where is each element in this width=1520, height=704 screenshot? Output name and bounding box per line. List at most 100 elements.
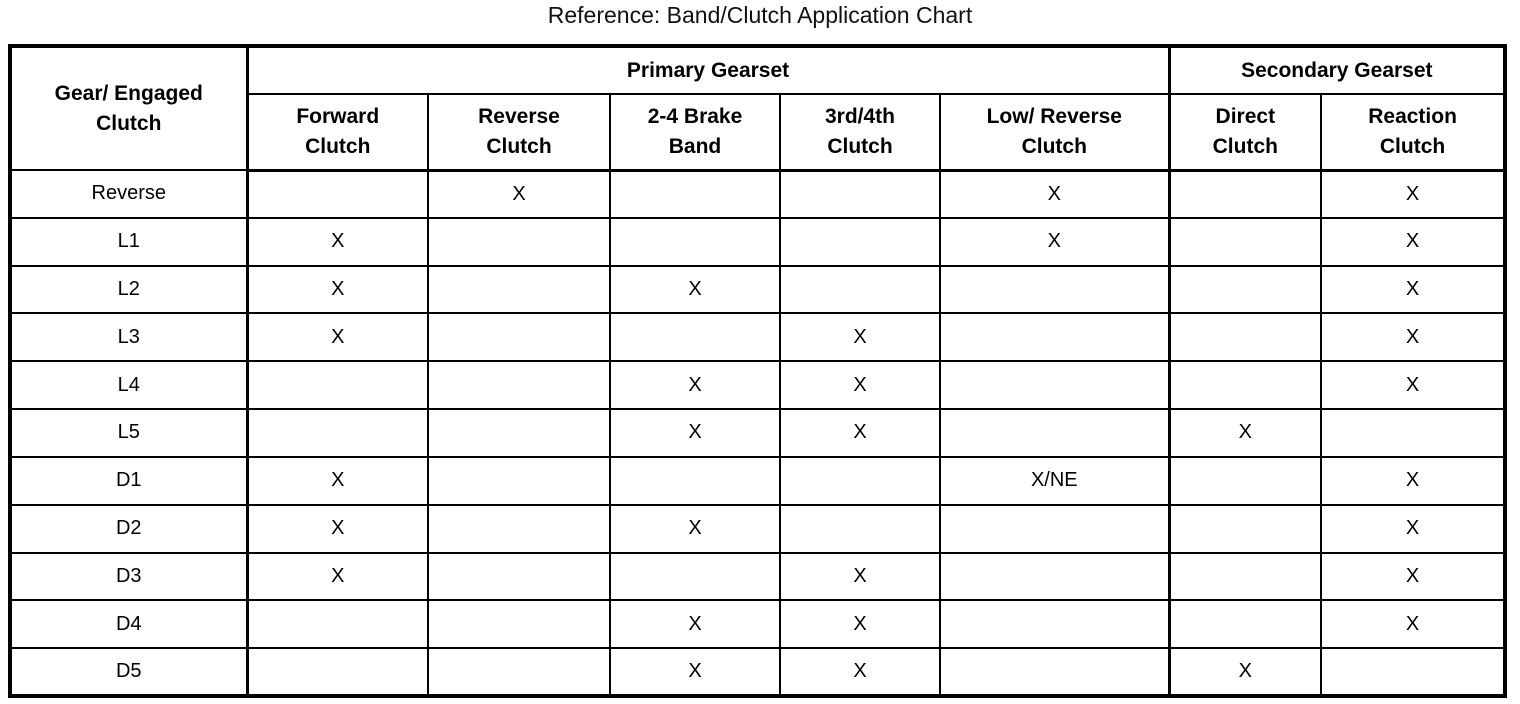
gear-cell: L4 (9, 360, 248, 411)
column-header-forward-clutch: Forward Clutch (245, 93, 429, 172)
application-cell: X (779, 551, 941, 602)
application-cell: X (1320, 503, 1507, 554)
table-row: Reverse X X X (9, 169, 1507, 219)
gear-cell: Reverse (9, 169, 248, 219)
gear-cell: L5 (9, 408, 248, 458)
application-cell: X (1167, 408, 1323, 458)
application-cell: X (609, 647, 781, 697)
application-cell: X (245, 312, 429, 363)
application-cell (427, 599, 611, 650)
application-cell: X (1320, 360, 1507, 411)
application-cell (938, 551, 1171, 602)
application-cell: X (779, 647, 941, 697)
application-cell (779, 169, 941, 219)
application-cell (1167, 360, 1323, 411)
application-cell: X (427, 169, 611, 219)
application-cell (427, 408, 611, 458)
application-cell: X (779, 312, 941, 363)
column-header-gear-engaged-clutch: Gear/ Engaged Clutch (9, 45, 248, 171)
application-cell (1167, 169, 1323, 219)
gear-cell: D2 (9, 503, 248, 554)
gear-cell: L2 (9, 264, 248, 315)
application-cell (609, 312, 781, 363)
application-cell (427, 312, 611, 363)
application-cell: X (938, 216, 1171, 267)
application-cell: X (1320, 216, 1507, 267)
application-cell (1167, 264, 1323, 315)
application-cell: X (779, 408, 941, 458)
group-header-row: Gear/ Engaged Clutch Primary Gearset Sec… (9, 45, 1507, 171)
application-cell (779, 216, 941, 267)
application-cell (1320, 408, 1507, 458)
application-cell (245, 360, 429, 411)
application-cell (938, 312, 1171, 363)
gear-cell: D3 (9, 551, 248, 602)
application-cell (1167, 216, 1323, 267)
column-header-3rd-4th-clutch: 3rd/4th Clutch (779, 93, 941, 172)
application-cell: X (1320, 312, 1507, 363)
application-cell: X (1167, 647, 1323, 697)
application-cell (938, 647, 1171, 697)
gear-cell: D1 (9, 455, 248, 506)
gear-cell: D4 (9, 599, 248, 650)
column-header-direct-clutch: Direct Clutch (1167, 93, 1323, 172)
application-cell (245, 408, 429, 458)
application-cell (427, 264, 611, 315)
application-cell (1167, 551, 1323, 602)
application-cell: X (779, 599, 941, 650)
gear-cell: D5 (9, 647, 248, 697)
application-cell (1167, 312, 1323, 363)
column-header-low-reverse-clutch: Low/ Reverse Clutch (938, 93, 1171, 172)
gear-cell: L1 (9, 216, 248, 267)
application-cell (1167, 503, 1323, 554)
application-cell (245, 599, 429, 650)
application-cell: X (1320, 169, 1507, 219)
application-cell: X (609, 599, 781, 650)
column-header-reaction-clutch: Reaction Clutch (1320, 93, 1507, 172)
application-cell: X (609, 360, 781, 411)
application-cell: X (245, 455, 429, 506)
application-cell: X (245, 503, 429, 554)
application-cell (938, 360, 1171, 411)
gear-cell: L3 (9, 312, 248, 363)
application-cell: X (245, 264, 429, 315)
application-cell: X (1320, 599, 1507, 650)
application-cell (609, 216, 781, 267)
group-header-secondary-gearset: Secondary Gearset (1167, 45, 1507, 95)
application-cell (779, 264, 941, 315)
table-header: Gear/ Engaged Clutch Primary Gearset Sec… (9, 45, 1507, 172)
application-cell: X/NE (938, 455, 1171, 506)
application-cell: X (245, 551, 429, 602)
column-header-2-4-brake-band: 2-4 Brake Band (609, 93, 781, 172)
application-cell (245, 647, 429, 697)
application-cell (427, 647, 611, 697)
application-cell: X (609, 503, 781, 554)
column-header-reverse-clutch: Reverse Clutch (427, 93, 611, 172)
application-cell (609, 455, 781, 506)
application-cell (1167, 599, 1323, 650)
band-clutch-application-table: Gear/ Engaged Clutch Primary Gearset Sec… (8, 44, 1508, 698)
application-cell (609, 169, 781, 219)
group-header-primary-gearset: Primary Gearset (245, 45, 1171, 95)
application-cell: X (938, 169, 1171, 219)
application-cell (245, 169, 429, 219)
application-cell: X (609, 408, 781, 458)
application-cell (427, 216, 611, 267)
application-cell (427, 551, 611, 602)
application-cell (427, 360, 611, 411)
application-cell (779, 503, 941, 554)
application-cell: X (609, 264, 781, 315)
application-cell (1320, 647, 1507, 697)
application-cell (938, 503, 1171, 554)
application-cell (938, 408, 1171, 458)
